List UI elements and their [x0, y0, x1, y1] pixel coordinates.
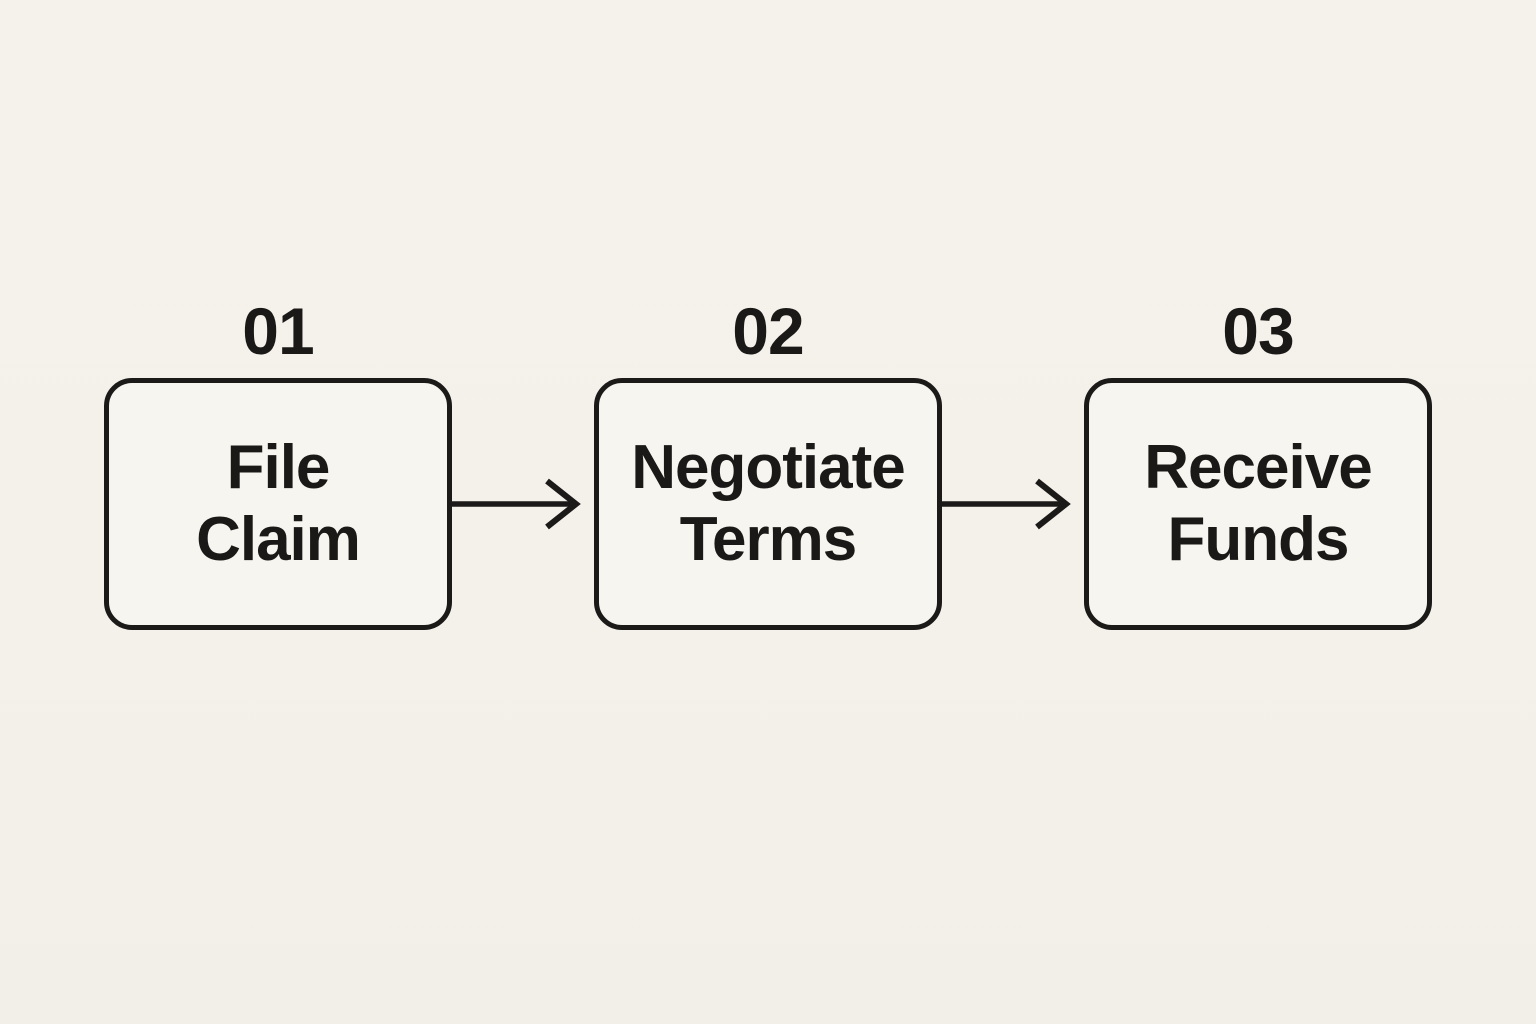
- step-number: 02: [732, 294, 804, 368]
- arrow-right-icon: [452, 478, 581, 530]
- step-label: File: [226, 433, 331, 503]
- arrow-right-icon: [942, 478, 1071, 530]
- connector-2: [942, 300, 1084, 630]
- step-label: Receive: [1144, 433, 1372, 503]
- step-box: Receive Funds: [1084, 378, 1432, 630]
- step-negotiate-terms: 02 Negotiate Terms: [594, 294, 942, 630]
- step-label: Negotiate: [631, 433, 905, 503]
- step-label: Funds: [1167, 505, 1350, 574]
- step-number: 01: [242, 294, 314, 368]
- step-label: Claim: [196, 505, 361, 574]
- step-file-claim: 01 File Claim: [104, 294, 452, 630]
- step-receive-funds: 03 Receive Funds: [1084, 294, 1432, 630]
- step-number: 03: [1222, 294, 1294, 368]
- flow-steps-row: 01 File Claim 02 Negotiate Terms: [104, 294, 1432, 630]
- step-label: Terms: [679, 505, 857, 574]
- step-box: Negotiate Terms: [594, 378, 942, 630]
- step-box: File Claim: [104, 378, 452, 630]
- connector-1: [452, 300, 594, 630]
